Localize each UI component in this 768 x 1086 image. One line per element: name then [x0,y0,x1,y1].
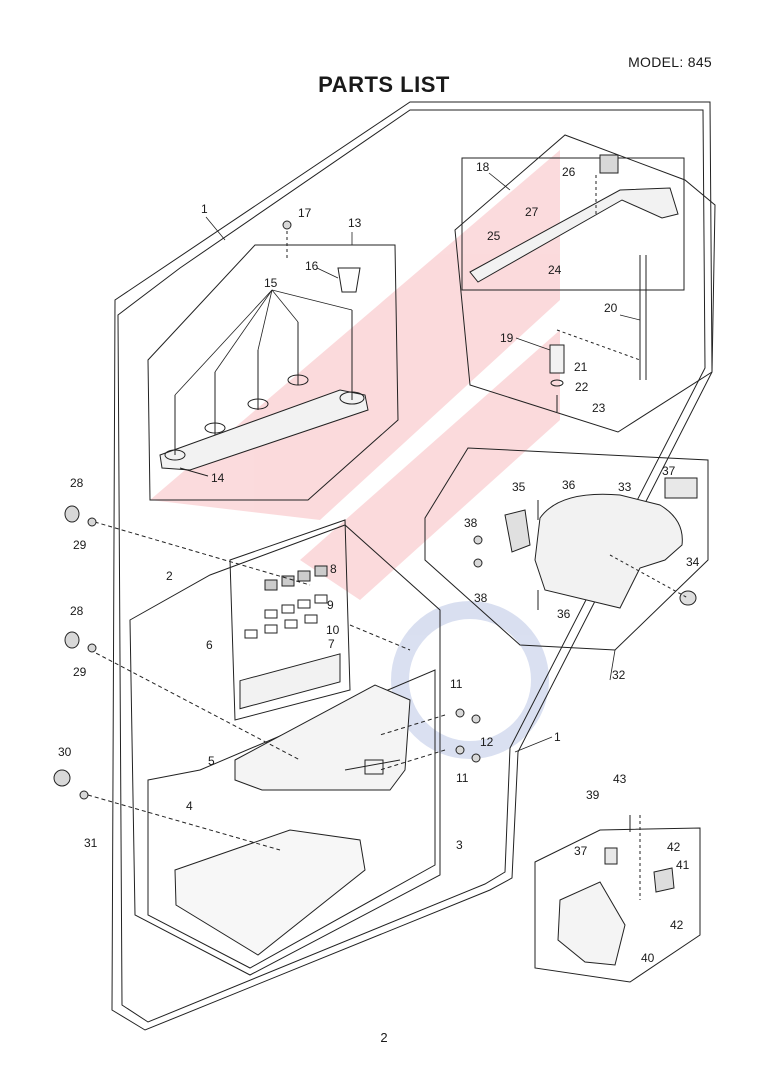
callout-36: 36 [562,478,576,492]
callout-42: 42 [670,918,684,932]
callout-24: 24 [548,263,562,277]
page-number: 2 [380,1030,388,1045]
callout-21: 21 [574,360,588,374]
body-frame-group [87,519,446,976]
spool-stand-group [147,225,399,501]
callout-8: 8 [330,562,337,576]
callout-6: 6 [206,638,213,652]
callout-23: 23 [592,401,606,415]
callout-7: 7 [328,637,335,651]
fasteners [53,220,483,800]
callout-12: 12 [480,735,494,749]
callout-22: 22 [575,380,589,394]
callout-9: 9 [327,598,334,612]
callout-1: 1 [201,202,208,216]
callout-43: 43 [613,772,627,786]
callout-29: 29 [73,665,87,679]
callout-13: 13 [348,216,362,230]
callout-11: 11 [456,771,469,785]
callout-26: 26 [562,165,576,179]
callout-32: 32 [612,668,626,682]
callout-35: 35 [512,480,526,494]
callout-41: 41 [676,858,690,872]
callout-labels: 1 1 2 3 4 5 6 7 8 9 10 11 11 12 13 14 15… [58,160,700,965]
callout-29: 29 [73,538,87,552]
callout-36: 36 [557,607,571,621]
callout-4: 4 [186,799,193,813]
callout-11: 11 [450,677,463,691]
switch-parts-group [229,519,351,721]
callout-28: 28 [70,476,84,490]
callout-38: 38 [464,516,478,530]
callout-38: 38 [474,591,488,605]
callout-18: 18 [476,160,490,174]
callout-28: 28 [70,604,84,618]
callout-37: 37 [662,464,676,478]
callout-15: 15 [264,276,278,290]
callout-1: 1 [554,730,561,744]
callout-31: 31 [84,836,98,850]
callout-17: 17 [298,206,312,220]
callout-20: 20 [604,301,618,315]
leader-lines [174,172,641,753]
callout-10: 10 [326,623,340,637]
accessory-group [534,815,701,983]
callout-33: 33 [618,480,632,494]
callout-40: 40 [641,951,655,965]
housing-outline [111,101,713,1031]
callout-14: 14 [211,471,225,485]
page-title: PARTS LIST [318,72,450,97]
model-number: MODEL: 845 [628,54,712,70]
callout-37: 37 [574,844,588,858]
callout-5: 5 [208,754,215,768]
callout-3: 3 [456,838,463,852]
callout-25: 25 [487,229,501,243]
callout-30: 30 [58,745,72,759]
thread-guide-group [454,134,716,433]
cover-group [424,447,709,651]
callout-19: 19 [500,331,514,345]
callout-42: 42 [667,840,681,854]
callout-27: 27 [525,205,539,219]
callout-34: 34 [686,555,700,569]
callout-16: 16 [305,259,319,273]
callout-39: 39 [586,788,600,802]
callout-2: 2 [166,569,173,583]
